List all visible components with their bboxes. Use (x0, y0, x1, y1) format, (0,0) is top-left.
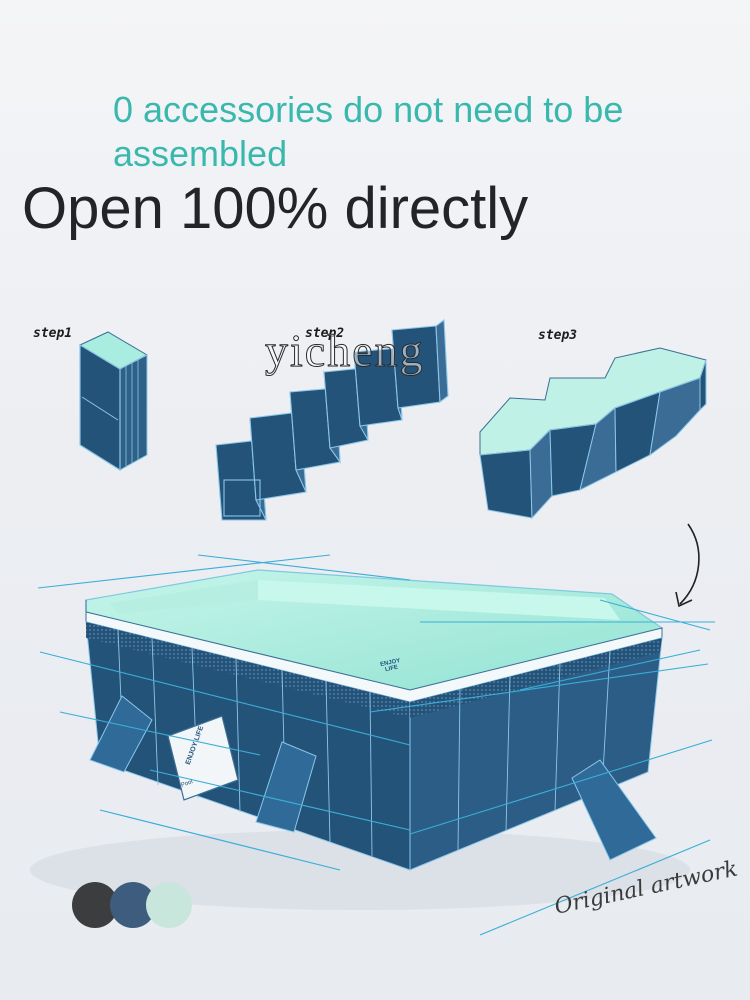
color-swatch-mint-green[interactable] (146, 882, 192, 928)
color-swatches (72, 882, 202, 928)
subtitle-headline: 0 accessories do not need to be assemble… (113, 89, 624, 174)
page-title: Open 100% directly (22, 176, 529, 241)
perspective-guide-lines (37, 554, 715, 936)
step3-opening-pool (479, 347, 707, 520)
assembled-pool (37, 554, 715, 936)
step-label-2: step2 (305, 326, 345, 341)
step1-folded-pool (78, 331, 149, 472)
brand-panel (167, 715, 239, 801)
step2-unfolding-pool (215, 318, 449, 521)
step-label-3: step3 (538, 328, 578, 343)
watermark: yicheng (265, 325, 425, 377)
curved-arrow-icon (679, 523, 700, 605)
step-label-1: step1 (33, 326, 73, 341)
